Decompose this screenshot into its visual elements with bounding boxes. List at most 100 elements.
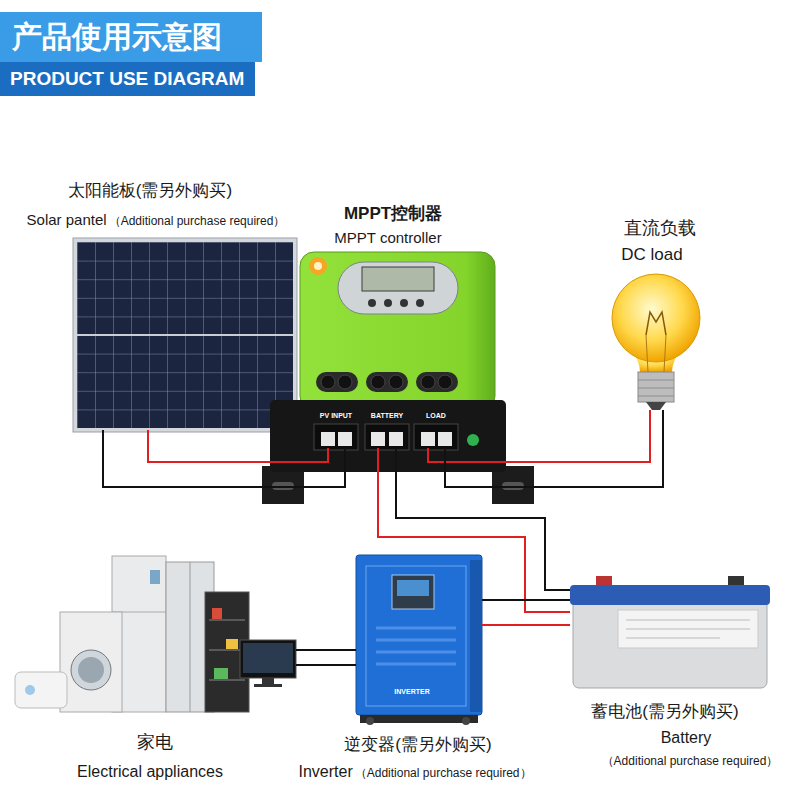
wire <box>482 624 570 626</box>
title-band-part <box>0 12 262 62</box>
wire <box>103 430 345 487</box>
solar-panel: 太阳能板(需另外购买)Solar pantel（Additional purch… <box>75 240 295 430</box>
label-line: 家电 <box>137 732 173 753</box>
mppt-controller-art-part <box>338 432 352 446</box>
inverter-art-part <box>470 560 482 712</box>
node-label: Inverter <box>298 763 352 780</box>
mppt-controller-art-part <box>314 262 322 270</box>
battery-art-part <box>618 610 758 648</box>
mppt-controller-art-part <box>400 299 408 307</box>
wire-pair <box>103 430 345 487</box>
node-label: 逆变器(需另外购买) <box>344 735 491 754</box>
wire <box>428 410 650 462</box>
mppt-controller-art-part <box>368 299 376 307</box>
appliances-art <box>15 556 296 712</box>
battery-art-part <box>728 576 744 586</box>
device-label: INVERTER <box>394 688 429 696</box>
appliances-art-part <box>209 620 245 621</box>
battery-art-part <box>626 629 750 630</box>
mppt-controller-art-part <box>416 372 458 392</box>
solar-panel-art-part <box>77 242 293 428</box>
node-label: DC load <box>621 245 682 264</box>
label-line: 蓄电池(需另外购买) <box>591 702 738 722</box>
appliances-art-part <box>190 562 191 712</box>
node-label: （Additional purchase required） <box>602 754 779 768</box>
appliances-art-part <box>240 640 296 678</box>
node-label: MPPT控制器 <box>344 204 442 223</box>
node-label: 直流负载 <box>624 218 696 238</box>
battery: 蓄电池(需另外购买)Battery（Additional purchase re… <box>570 583 770 690</box>
mppt-controller-art-part <box>384 299 392 307</box>
subtitle: PRODUCT USE DIAGRAM <box>10 68 244 90</box>
inverter-art-part <box>392 575 434 609</box>
node-label: （Additional purchase required） <box>355 766 532 780</box>
appliances-art-part <box>226 639 238 649</box>
dc-load: 直流负载DC load <box>612 268 700 410</box>
appliances-art-part <box>212 608 222 619</box>
wire-pair <box>428 410 663 487</box>
wire <box>148 430 328 462</box>
solar-panel-art-part <box>77 334 293 336</box>
node-label: Electrical appliances <box>77 763 223 780</box>
terminal-label: PV INPUT <box>320 412 352 420</box>
inverter-art-part <box>376 627 456 630</box>
mppt-controller-art-part <box>338 375 352 389</box>
mppt-controller-art-part <box>421 375 435 389</box>
mppt-controller-art-part <box>366 372 408 392</box>
title-band <box>0 12 262 96</box>
label-line: 太阳能板(需另外购买) <box>68 181 232 201</box>
mppt-controller-art-part <box>389 432 403 446</box>
home-appliances: 家电Electrical appliances <box>15 555 296 722</box>
label-line: Inverter（Additional purchase required） <box>298 763 531 781</box>
wire-pair <box>482 600 570 625</box>
light-bulb-art-part <box>646 402 666 410</box>
title-band-part <box>0 62 255 96</box>
battery-art-part <box>573 598 767 688</box>
mppt-controller-art-part <box>371 432 385 446</box>
label-line: 直流负载 <box>624 218 696 239</box>
label-line: MPPT控制器 <box>344 204 442 224</box>
appliances-art-part <box>78 657 104 683</box>
appliances-art-part <box>209 680 245 681</box>
mppt-controller-art-part <box>321 432 335 446</box>
light-bulb-art-part <box>638 380 674 381</box>
terminal-label: BATTERY <box>371 412 403 420</box>
node-label: Battery <box>661 729 712 746</box>
mppt-controller-art-part <box>371 375 385 389</box>
mppt-controller-art-part <box>438 375 452 389</box>
wire <box>445 410 663 487</box>
mppt-controller-art-part <box>416 299 424 307</box>
light-bulb-art-part <box>638 396 674 397</box>
wire <box>296 649 356 651</box>
appliances-art-part <box>243 643 293 673</box>
appliances-art-part <box>15 672 67 708</box>
mppt-controller-art-part <box>309 257 327 275</box>
light-bulb-art-part <box>638 372 674 402</box>
solar-panel-art <box>73 238 297 432</box>
node-label: 家电 <box>137 732 173 752</box>
mppt-controller-art-part <box>316 372 358 392</box>
wire-pair <box>378 448 570 612</box>
solar-panel-art-part <box>73 238 297 432</box>
node-label: Solar pantel <box>27 211 107 228</box>
node-label: （Additional purchase required） <box>109 214 286 228</box>
inverter-art-part <box>376 663 456 666</box>
mppt-controller-art <box>262 252 534 504</box>
label-line: MPPT controller <box>334 229 441 247</box>
node-label: MPPT controller <box>334 229 441 246</box>
appliances-art-part <box>25 685 35 695</box>
appliances-art-part <box>254 684 282 687</box>
mppt-controller-art-part <box>362 267 434 291</box>
battery-art-part <box>626 620 750 621</box>
wire <box>378 448 570 612</box>
label-line: Battery <box>661 729 712 747</box>
inverter-art-part <box>360 715 478 723</box>
terminal-label: LOAD <box>426 412 446 420</box>
light-bulb-art-part <box>664 335 666 372</box>
mppt-controller-art-part <box>365 424 409 450</box>
mppt-controller-art-part <box>338 262 458 314</box>
node-label: 蓄电池(需另外购买) <box>591 702 738 721</box>
battery-art-part <box>570 585 770 605</box>
label-line: Electrical appliances <box>77 763 223 781</box>
